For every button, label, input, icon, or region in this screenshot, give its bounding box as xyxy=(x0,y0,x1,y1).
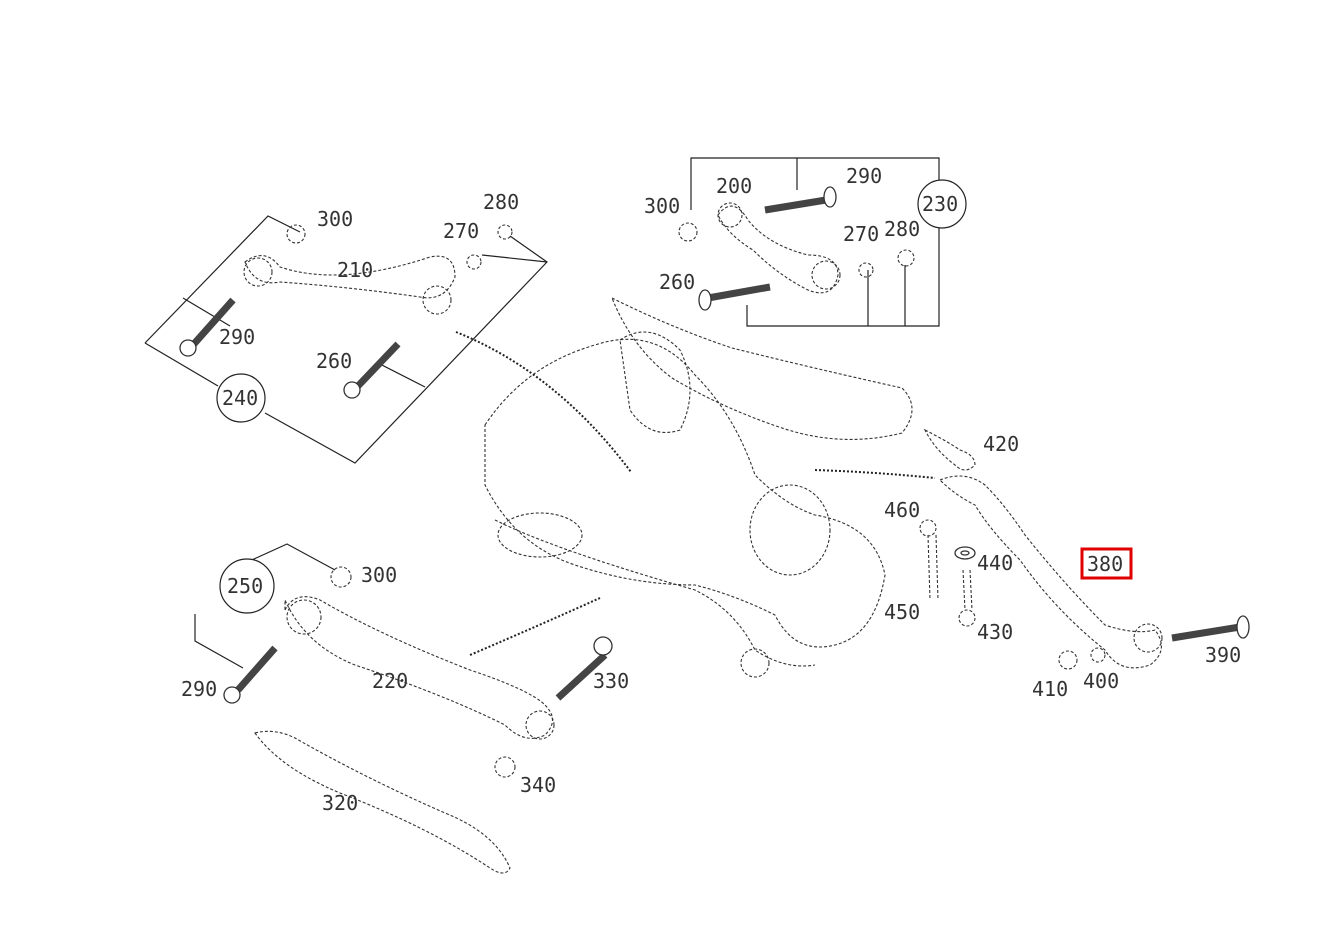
label-320[interactable]: 320 xyxy=(322,791,358,815)
nut-300-left[interactable] xyxy=(286,224,306,244)
label-300-left[interactable]: 300 xyxy=(317,207,353,231)
group-circle-240[interactable] xyxy=(216,373,266,423)
label-300-lower[interactable]: 300 xyxy=(361,563,397,587)
label-440[interactable]: 440 xyxy=(977,551,1013,575)
label-280-left[interactable]: 280 xyxy=(483,190,519,214)
subframe-assembly xyxy=(455,296,936,678)
label-200[interactable]: 200 xyxy=(716,174,752,198)
bolt-290-left[interactable] xyxy=(179,297,236,357)
nut-300-lower[interactable] xyxy=(330,566,352,588)
washer-270-left[interactable] xyxy=(466,254,482,270)
bolt-430[interactable] xyxy=(958,569,976,627)
stabilizer-link-320[interactable] xyxy=(254,730,511,874)
label-280-top[interactable]: 280 xyxy=(884,217,920,241)
nut-410[interactable] xyxy=(1058,650,1078,670)
bolt-290-top[interactable] xyxy=(764,186,837,214)
group-230 xyxy=(678,157,967,327)
right-parts xyxy=(919,428,1250,670)
label-290-top[interactable]: 290 xyxy=(846,164,882,188)
label-250[interactable]: 250 xyxy=(227,574,263,598)
label-220[interactable]: 220 xyxy=(372,669,408,693)
nut-280-top[interactable] xyxy=(897,249,915,267)
nut-340[interactable] xyxy=(494,756,516,778)
group-circle-250[interactable] xyxy=(219,558,275,614)
label-290-lower[interactable]: 290 xyxy=(181,677,217,701)
washer-270-top[interactable] xyxy=(858,262,874,278)
toe-link-380[interactable] xyxy=(939,475,1162,669)
label-230[interactable]: 230 xyxy=(922,192,958,216)
highlight-box-380 xyxy=(1080,547,1133,580)
label-410[interactable]: 410 xyxy=(1032,677,1068,701)
group-250 xyxy=(194,543,613,874)
label-300-top[interactable]: 300 xyxy=(644,194,680,218)
label-400[interactable]: 400 xyxy=(1083,669,1119,693)
label-270-left[interactable]: 270 xyxy=(443,219,479,243)
label-430[interactable]: 430 xyxy=(977,620,1013,644)
label-380[interactable]: 380 xyxy=(1087,552,1123,576)
nut-280-left[interactable] xyxy=(497,224,513,240)
bolt-260-left[interactable] xyxy=(343,341,401,399)
label-210[interactable]: 210 xyxy=(337,258,373,282)
bolt-450[interactable] xyxy=(919,519,939,601)
label-290-left[interactable]: 290 xyxy=(219,325,255,349)
cam-bolt-420[interactable] xyxy=(923,428,976,471)
bolt-390[interactable] xyxy=(1171,615,1250,642)
bolt-330[interactable] xyxy=(555,636,613,701)
nut-300-top[interactable] xyxy=(678,222,698,242)
control-arm-220[interactable] xyxy=(284,596,554,739)
group-circle-230[interactable] xyxy=(917,179,967,229)
label-270-top[interactable]: 270 xyxy=(843,222,879,246)
label-420[interactable]: 420 xyxy=(983,432,1019,456)
label-340[interactable]: 340 xyxy=(520,773,556,797)
part-labels: 200 210 220 230 240 250 260 260 270 270 … xyxy=(181,164,1241,815)
label-460[interactable]: 460 xyxy=(884,498,920,522)
control-arm-210[interactable] xyxy=(244,255,456,299)
label-240[interactable]: 240 xyxy=(222,386,258,410)
label-450[interactable]: 450 xyxy=(884,600,920,624)
label-260-top[interactable]: 260 xyxy=(659,270,695,294)
washer-400[interactable] xyxy=(1090,647,1106,663)
bolt-260-top[interactable] xyxy=(698,283,771,311)
group-240 xyxy=(144,215,548,464)
label-330[interactable]: 330 xyxy=(593,669,629,693)
bolt-290-lower[interactable] xyxy=(223,645,278,704)
control-arm-200[interactable] xyxy=(717,205,839,294)
label-260-left[interactable]: 260 xyxy=(316,349,352,373)
label-390[interactable]: 390 xyxy=(1205,643,1241,667)
